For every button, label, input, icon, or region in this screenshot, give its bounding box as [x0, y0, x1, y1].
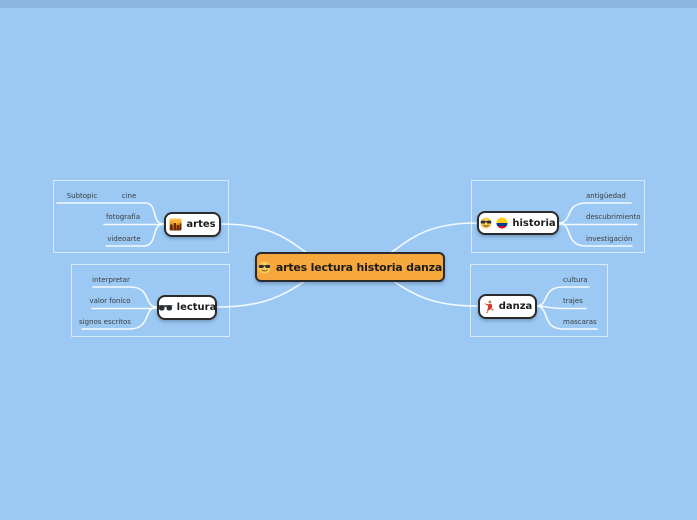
dark-sunglasses-icon [158, 304, 173, 312]
branch-node-lectura[interactable]: lectura [157, 295, 217, 320]
colombia-flag-icon [496, 217, 508, 229]
subtopic-interpretar[interactable]: interpretar [92, 276, 130, 284]
canvas-top-edge [0, 0, 697, 8]
subtopic-subtopic[interactable]: Subtopic [66, 192, 98, 200]
dancer-icon [483, 299, 495, 314]
group-box-lectura [71, 264, 230, 337]
branch-node-danza[interactable]: danza [478, 294, 537, 319]
subtopic-cultura[interactable]: cultura [563, 276, 588, 284]
branch-label: lectura [176, 302, 217, 313]
branch-label: danza [498, 301, 533, 312]
branch-label: historia [512, 217, 556, 229]
group-box-artes [53, 180, 229, 253]
branch-node-artes[interactable]: artes [164, 212, 221, 237]
subtopic-videoarte[interactable]: videoarte [107, 235, 141, 243]
group-box-historia [471, 180, 645, 253]
group-box-danza [470, 264, 608, 337]
subtopic-antiguedad[interactable]: antigüedad [586, 192, 626, 200]
subtopic-fotografia[interactable]: fotografía [105, 213, 141, 221]
subtopic-descubrimiento[interactable]: descubrimiento [586, 213, 641, 221]
subtopic-mascaras[interactable]: mascaras [563, 318, 597, 326]
branch-label: artes [186, 219, 216, 230]
root-node[interactable]: artes lectura historia danza [255, 252, 445, 282]
subtopic-signos-escritos[interactable]: signos escritos [79, 318, 131, 326]
subtopic-cine[interactable]: cine [121, 192, 137, 200]
branch-node-historia[interactable]: historia [477, 211, 559, 235]
root-label: artes lectura historia danza [275, 260, 443, 274]
subtopic-trajes[interactable]: trajes [563, 297, 583, 305]
subtopic-valor-fonico[interactable]: valor fonico [89, 297, 131, 305]
sunglasses-face-icon [258, 261, 271, 274]
sunglasses-face-icon [480, 217, 492, 229]
subtopic-investigacion[interactable]: investigación [586, 235, 633, 243]
sunset-art-icon [169, 218, 182, 231]
